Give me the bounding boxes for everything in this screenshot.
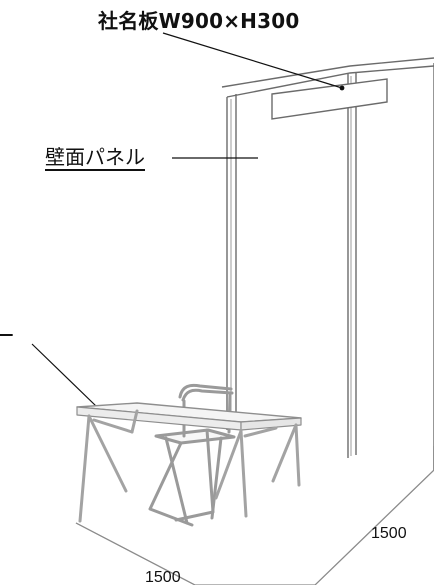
- wall-panel-edge: [230, 76, 352, 456]
- table: [76, 402, 302, 523]
- sign-label: 社名板W900×H300: [98, 9, 300, 33]
- table-label: n）: [0, 312, 13, 332]
- wall-panel-label: 壁面パネル: [45, 145, 145, 169]
- company-sign-board: [162, 32, 388, 120]
- table-leader: [31, 343, 97, 407]
- floor-lines: [75, 469, 434, 585]
- depth-dimension-label: 1500: [371, 525, 407, 542]
- wall-panel: [221, 57, 434, 470]
- width-dimension-label: 1500: [145, 569, 181, 586]
- floor-outline: [75, 446, 434, 585]
